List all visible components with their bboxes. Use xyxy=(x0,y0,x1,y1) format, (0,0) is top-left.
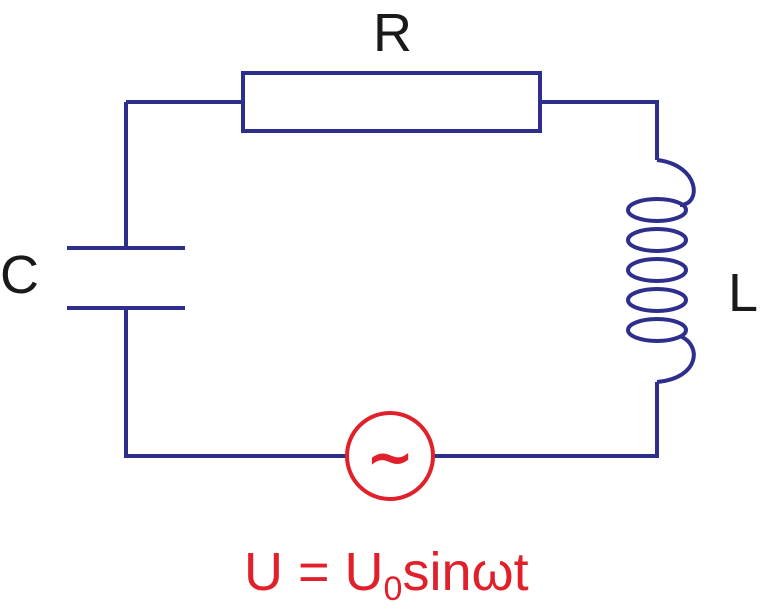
inductor-coil xyxy=(626,158,696,384)
formula-amplitude: U xyxy=(344,542,384,602)
formula-function: sinωt xyxy=(402,542,529,602)
resistor-label: R xyxy=(373,3,412,63)
top-right-wire xyxy=(540,100,659,160)
resistor xyxy=(241,71,542,133)
formula-lhs: U xyxy=(244,542,283,602)
bottom-right-wire xyxy=(432,382,659,458)
left-lower-wire xyxy=(124,308,348,458)
ac-source: ~ xyxy=(345,411,435,501)
formula-amplitude-subscript: 0 xyxy=(383,570,403,608)
voltage-formula: U = U0sinωt xyxy=(244,542,529,606)
inductor-label: L xyxy=(728,263,759,323)
formula-equals: = xyxy=(283,542,345,602)
ac-source-symbol: ~ xyxy=(366,423,415,491)
capacitor-label: C xyxy=(0,245,39,305)
